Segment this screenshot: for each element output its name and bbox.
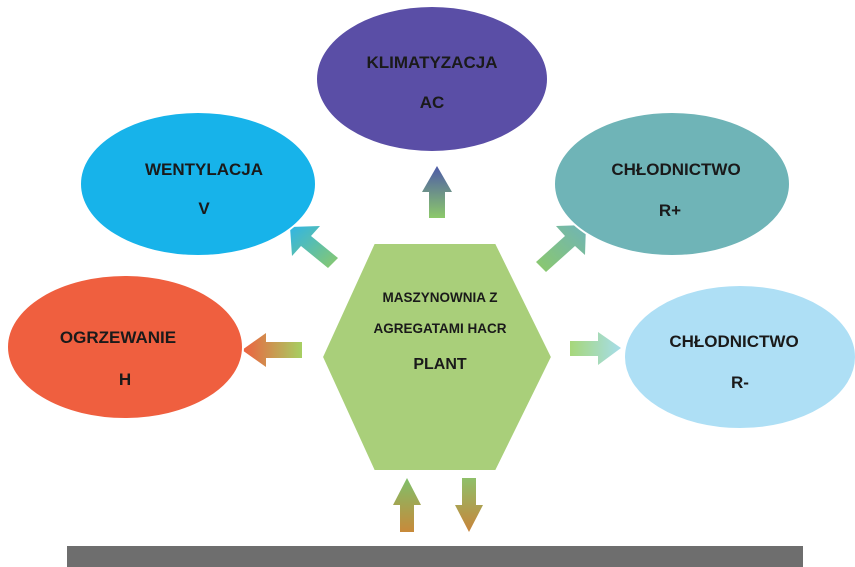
chlodnictwo-minus-label: CHŁODNICTWO — [669, 332, 798, 351]
klimatyzacja-code: AC — [420, 93, 445, 112]
node-wentylacja: WENTYLACJA V — [79, 111, 317, 257]
arrow-up-to-klimatyzacja — [422, 166, 452, 218]
node-chlodnictwo-minus: CHŁODNICTWO R- — [623, 284, 855, 430]
center-line3: PLANT — [413, 356, 467, 373]
arrow-to-chlodnictwo-plus — [536, 225, 586, 272]
arrow-to-chlodnictwo-minus — [570, 332, 621, 365]
node-ogrzewanie: OGRZEWANIE H — [6, 274, 244, 420]
arrow-to-wentylacja — [290, 226, 338, 268]
center-line1: MASZYNOWNIA Z — [383, 290, 498, 305]
wentylacja-code: V — [198, 199, 210, 218]
node-klimatyzacja: KLIMATYZACJA AC — [315, 5, 549, 153]
klimatyzacja-label: KLIMATYZACJA — [367, 53, 498, 72]
arrow-bottom-down — [455, 478, 483, 532]
center-line2: AGREGATAMI HACR — [374, 321, 507, 336]
ogrzewanie-label: OGRZEWANIE — [60, 328, 176, 347]
chlodnictwo-plus-code: R+ — [659, 201, 681, 220]
center-node-plant: MASZYNOWNIA Z AGREGATAMI HACR PLANT — [320, 242, 554, 472]
node-chlodnictwo-plus: CHŁODNICTWO R+ — [553, 111, 791, 257]
chlodnictwo-plus-label: CHŁODNICTWO — [611, 160, 740, 179]
arrow-to-ogrzewanie — [242, 333, 302, 367]
ogrzewanie-code: H — [119, 370, 131, 389]
arrow-bottom-up — [393, 478, 421, 532]
base-bar — [67, 546, 803, 567]
chlodnictwo-minus-code: R- — [731, 373, 749, 392]
wentylacja-label: WENTYLACJA — [145, 160, 263, 179]
